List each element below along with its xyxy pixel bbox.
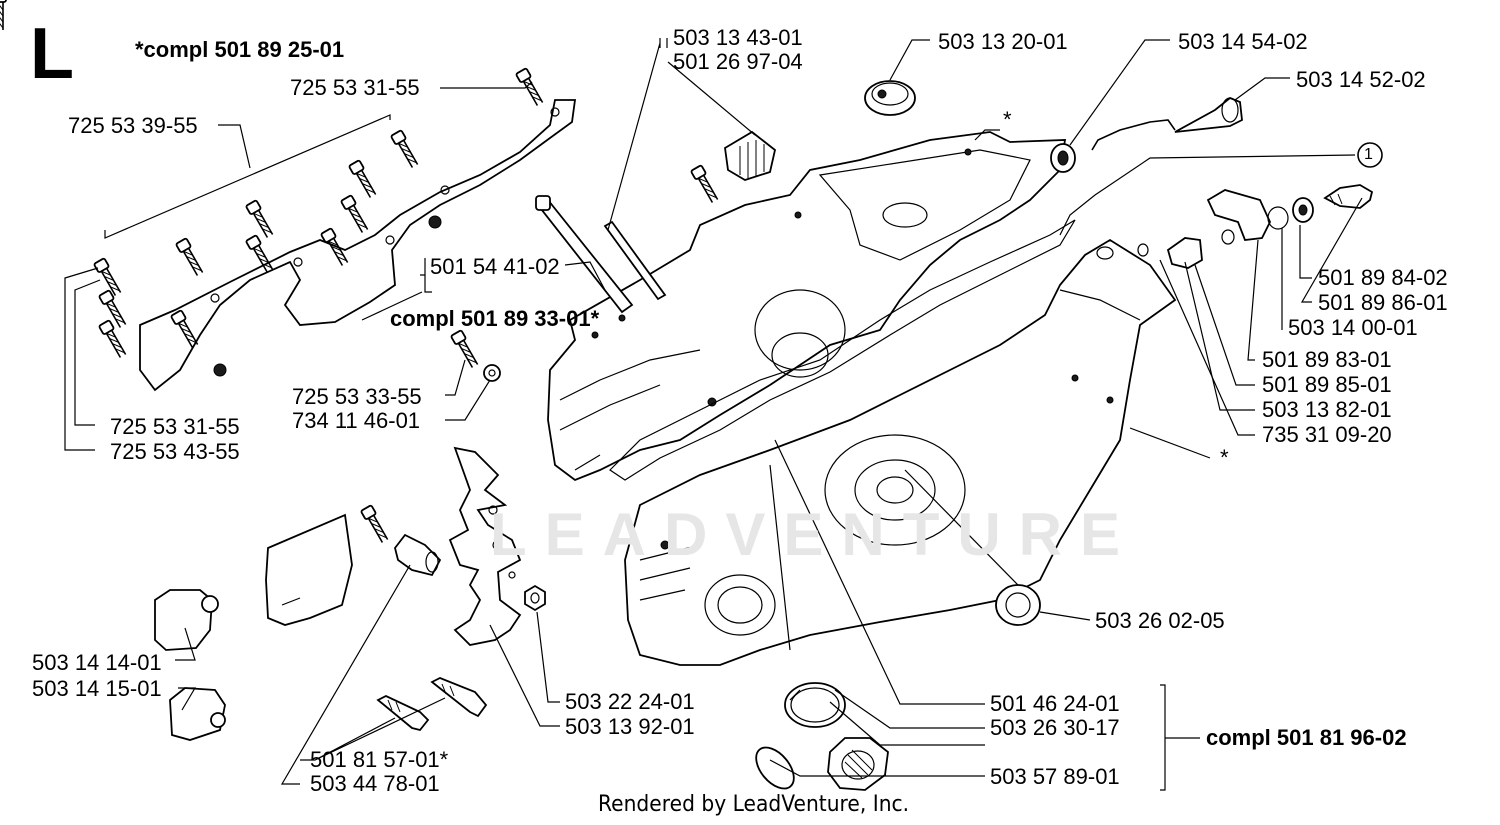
part-503-13-43-01-label: 503 13 43-01 <box>673 25 803 50</box>
bumper-spike <box>448 446 522 646</box>
part-503-14-54-02-label: 503 14 54-02 <box>1178 29 1308 54</box>
crankcase-left-half <box>547 131 1067 482</box>
cover-screws <box>0 0 547 382</box>
part-503-13-82-01-label: 503 13 82-01 <box>1262 397 1392 422</box>
spacer-sleeve <box>359 504 442 577</box>
part-503-44-78-01-label: 503 44 78-01 <box>310 771 440 796</box>
part-501-89-86-01-label: 501 89 86-01 <box>1318 290 1448 315</box>
part-501-89-84-02-label: 501 89 84-02 <box>1318 265 1448 290</box>
part-501-81-57-01-label: 501 81 57-01* <box>310 747 449 772</box>
rubber-buffer-lower <box>169 687 226 741</box>
part-501-54-41-02-label: 501 54 41-02 <box>430 254 560 279</box>
part-503-14-52-02-label: 503 14 52-02 <box>1296 67 1426 92</box>
part-725-53-43-55-label: 725 53 43-55 <box>110 439 240 464</box>
part-503-22-24-01-label: 503 22 24-01 <box>565 689 695 714</box>
rubber-buffer-upper <box>154 589 219 651</box>
callout-marker <box>1357 142 1383 168</box>
compl-501-89-33-01-label: compl 501 89 33-01* <box>390 306 600 331</box>
rod-part <box>1091 96 1243 151</box>
part-501-46-24-01-label: 501 46 24-01 <box>990 691 1120 716</box>
part-725-53-39-55-label: 725 53 39-55 <box>68 113 198 138</box>
star-top-label: * <box>1003 107 1012 132</box>
part-503-26-30-17-label: 503 26 30-17 <box>990 715 1120 740</box>
crankcase-right-half <box>624 238 1177 666</box>
part-725-53-31-55-bottom-label: 725 53 31-55 <box>110 414 240 439</box>
star-right-label: * <box>1220 445 1229 470</box>
ring-part <box>1050 143 1076 173</box>
part-503-57-89-01-label: 503 57 89-01 <box>990 764 1120 789</box>
part-501-89-83-01-label: 501 89 83-01 <box>1262 347 1392 372</box>
cap-part <box>864 80 916 116</box>
footer-credit: Rendered by LeadVenture, Inc. <box>598 792 910 817</box>
bushing-part <box>689 130 777 205</box>
leader-lines <box>64 38 1363 791</box>
cover-plate <box>139 99 577 392</box>
part-734-11-46-01-label: 734 11 46-01 <box>292 408 421 433</box>
compl-501-89-25-01-label: *compl 501 89 25-01 <box>135 37 345 62</box>
tensioner-parts <box>1137 184 1374 269</box>
watermark: LEADVENTURE <box>490 501 1139 568</box>
tank-cap-assembly <box>755 682 889 791</box>
part-501-26-97-04-label: 501 26 97-04 <box>673 49 803 74</box>
section-letter: L <box>30 14 74 94</box>
seal-part <box>995 584 1041 626</box>
crankcase-gasket <box>609 219 1076 481</box>
part-503-14-14-01-label: 503 14 14-01 <box>32 650 162 675</box>
part-725-53-33-55-label: 725 53 33-55 <box>292 384 422 409</box>
part-725-53-31-55-top-label: 725 53 31-55 <box>290 75 420 100</box>
callout-marker-number: 1 <box>1364 146 1373 163</box>
part-735-31-09-20-label: 735 31 09-20 <box>1262 422 1392 447</box>
compl-501-81-96-02-label: compl 501 81 96-02 <box>1206 725 1407 750</box>
part-503-13-92-01-label: 503 13 92-01 <box>565 714 695 739</box>
t-bolts <box>376 677 488 732</box>
part-503-26-02-05-label: 503 26 02-05 <box>1095 608 1225 633</box>
nut-part <box>524 584 546 612</box>
part-503-14-15-01-label: 503 14 15-01 <box>32 676 162 701</box>
part-503-13-20-01-label: 503 13 20-01 <box>938 29 1068 54</box>
part-503-14-00-01-label: 503 14 00-01 <box>1288 315 1418 340</box>
part-501-89-85-01-label: 501 89 85-01 <box>1262 372 1392 397</box>
guard-plate <box>265 513 353 626</box>
